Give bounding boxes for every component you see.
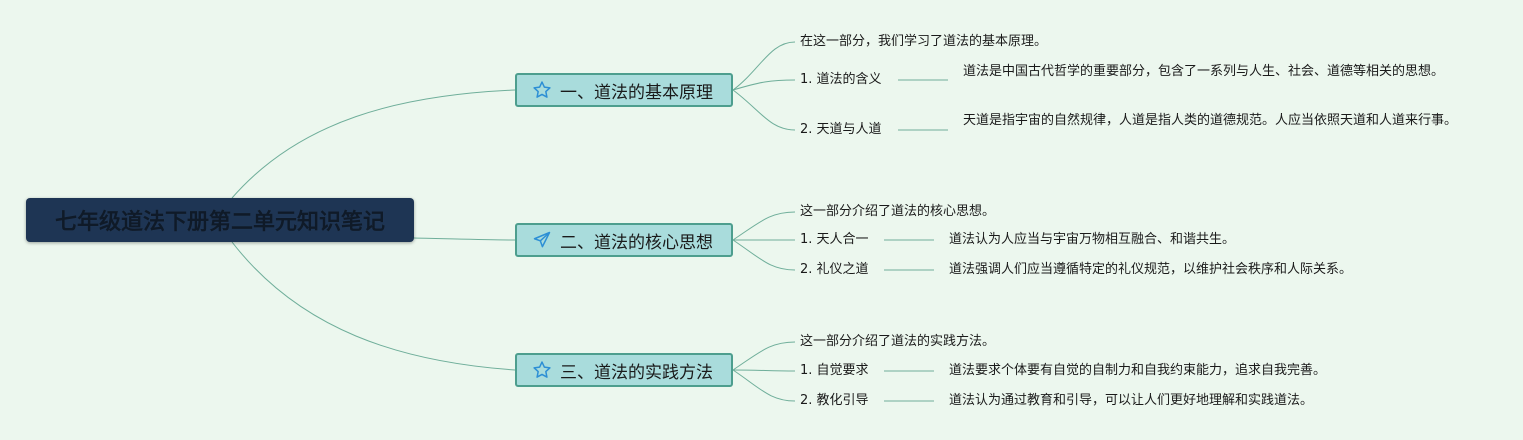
link-b3-intro bbox=[732, 341, 796, 371]
link-b2-intro bbox=[732, 211, 796, 241]
link-b2-item2 bbox=[732, 239, 796, 271]
branch-node-3[interactable]: 三、道法的实践方法 bbox=[515, 353, 733, 387]
root-node[interactable]: 七年级道法下册第二单元知识笔记 bbox=[26, 198, 414, 242]
branch2-intro: 这一部分介绍了道法的核心思想。 bbox=[800, 204, 996, 219]
root-title: 七年级道法下册第二单元知识笔记 bbox=[54, 210, 385, 235]
branch3-item2-label[interactable]: 2. 教化引导 bbox=[800, 393, 869, 408]
link-b3-item2 bbox=[732, 369, 796, 402]
link-root-branch1 bbox=[231, 89, 516, 199]
paper-plane-icon bbox=[531, 229, 553, 251]
branch3-item1-label[interactable]: 1. 自觉要求 bbox=[800, 363, 869, 378]
branch2-item2-label[interactable]: 2. 礼仪之道 bbox=[800, 262, 869, 277]
star-icon bbox=[531, 79, 553, 101]
branch3-intro: 这一部分介绍了道法的实践方法。 bbox=[800, 334, 996, 349]
link-root-branch3 bbox=[231, 241, 516, 371]
branch3-item2-desc: 道法认为通过教育和引导，可以让人们更好地理解和实践道法。 bbox=[949, 393, 1314, 408]
branch2-item2-desc: 道法强调人们应当遵循特定的礼仪规范，以维护社会秩序和人际关系。 bbox=[949, 262, 1353, 277]
branch-title-2: 二、道法的核心思想 bbox=[560, 232, 713, 253]
branch1-item2-desc: 天道是指宇宙的自然规律，人道是指人类的道德规范。人应当依照天道和人道来行事。 bbox=[963, 113, 1458, 128]
branch-title-3: 三、道法的实践方法 bbox=[560, 362, 713, 383]
link-b1-item2 bbox=[732, 89, 796, 131]
branch1-item1-desc: 道法是中国古代哲学的重要部分，包含了一系列与人生、社会、道德等相关的思想。 bbox=[963, 64, 1445, 79]
branch1-intro: 在这一部分，我们学习了道法的基本原理。 bbox=[800, 34, 1048, 49]
branch2-item1-desc: 道法认为人应当与宇宙万物相互融合、和谐共生。 bbox=[949, 232, 1236, 247]
branch2-item1-label[interactable]: 1. 天人合一 bbox=[800, 232, 869, 247]
branch3-item1-desc: 道法要求个体要有自觉的自制力和自我约束能力，追求自我完善。 bbox=[949, 363, 1327, 378]
link-b1-item1 bbox=[732, 79, 796, 91]
link-root-branch2 bbox=[413, 237, 516, 241]
branch-title-1: 一、道法的基本原理 bbox=[560, 82, 713, 103]
link-b1-intro bbox=[732, 41, 796, 91]
branch-node-1[interactable]: 一、道法的基本原理 bbox=[515, 73, 733, 107]
star-icon bbox=[531, 359, 553, 381]
branch1-item2-label[interactable]: 2. 天道与人道 bbox=[800, 122, 882, 137]
branch-node-2[interactable]: 二、道法的核心思想 bbox=[515, 223, 733, 257]
link-b3-item1 bbox=[732, 369, 796, 372]
branch1-item1-label[interactable]: 1. 道法的含义 bbox=[800, 72, 882, 87]
